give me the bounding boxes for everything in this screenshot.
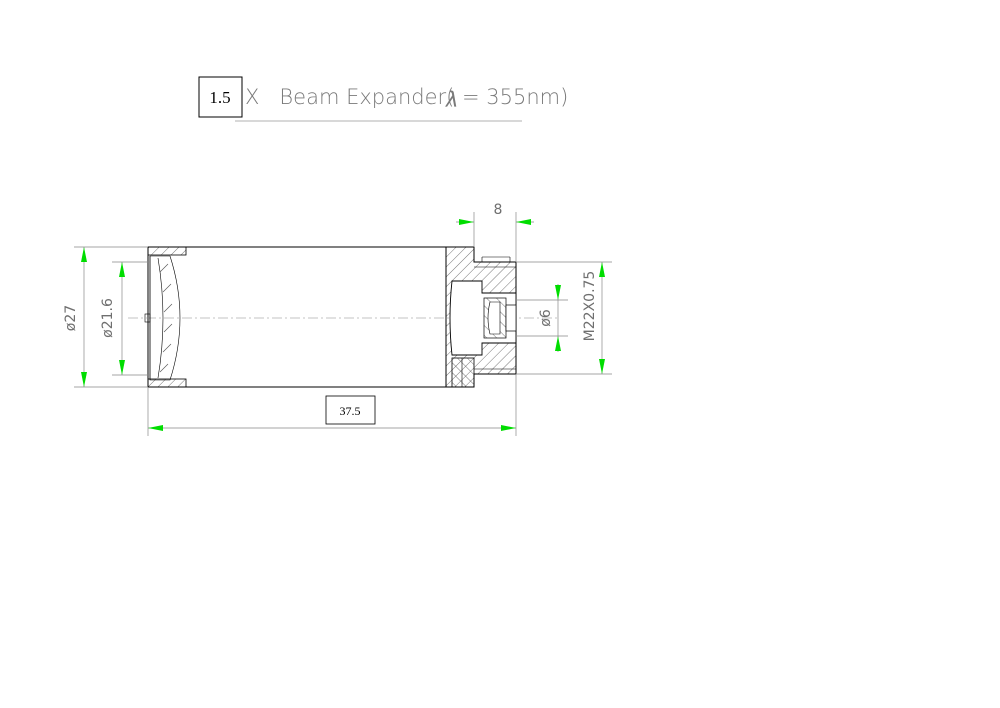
arrow-head: [599, 262, 605, 277]
arrow-head: [516, 219, 531, 225]
flange-width-label: 8: [494, 202, 503, 218]
arrow-head: [555, 285, 561, 300]
magnification-box: [198, 76, 243, 118]
arrow-head: [148, 425, 163, 431]
dim-thread: M22X0.75: [516, 261, 612, 375]
length-box: [325, 395, 376, 425]
arrow-head: [81, 247, 87, 262]
arrow-head: [555, 336, 561, 351]
magnification-value: 1.5: [209, 88, 230, 107]
lambda-value: = 355nm): [462, 85, 568, 109]
input-lens-group: [144, 246, 187, 388]
aperture-diameter-label: ø21.6: [100, 298, 116, 338]
lambda-symbol: λ: [445, 88, 458, 112]
dim-output-aperture: ø6: [516, 284, 568, 352]
arrow-head: [501, 425, 516, 431]
dim-aperture-diameter: ø21.6: [100, 261, 150, 376]
title-block: 1.5 X Beam Expander( λ = 355nm): [198, 76, 568, 122]
dim-length: 37.5: [147, 374, 517, 436]
output-housing: [445, 246, 517, 388]
arrow-head: [119, 262, 125, 277]
output-aperture-label: ø6: [538, 309, 554, 327]
dim-flange-width: 8: [456, 202, 534, 262]
outer-diameter-label: ø27: [63, 305, 79, 331]
arrow-head: [81, 372, 87, 387]
length-label: 37.5: [340, 404, 361, 418]
dim-outer-diameter: ø27: [63, 246, 148, 388]
arrow-head: [599, 359, 605, 374]
thread-label: M22X0.75: [582, 271, 598, 342]
arrow-head: [459, 219, 474, 225]
arrow-head: [119, 360, 125, 375]
title-text: X Beam Expander(: [245, 85, 454, 109]
